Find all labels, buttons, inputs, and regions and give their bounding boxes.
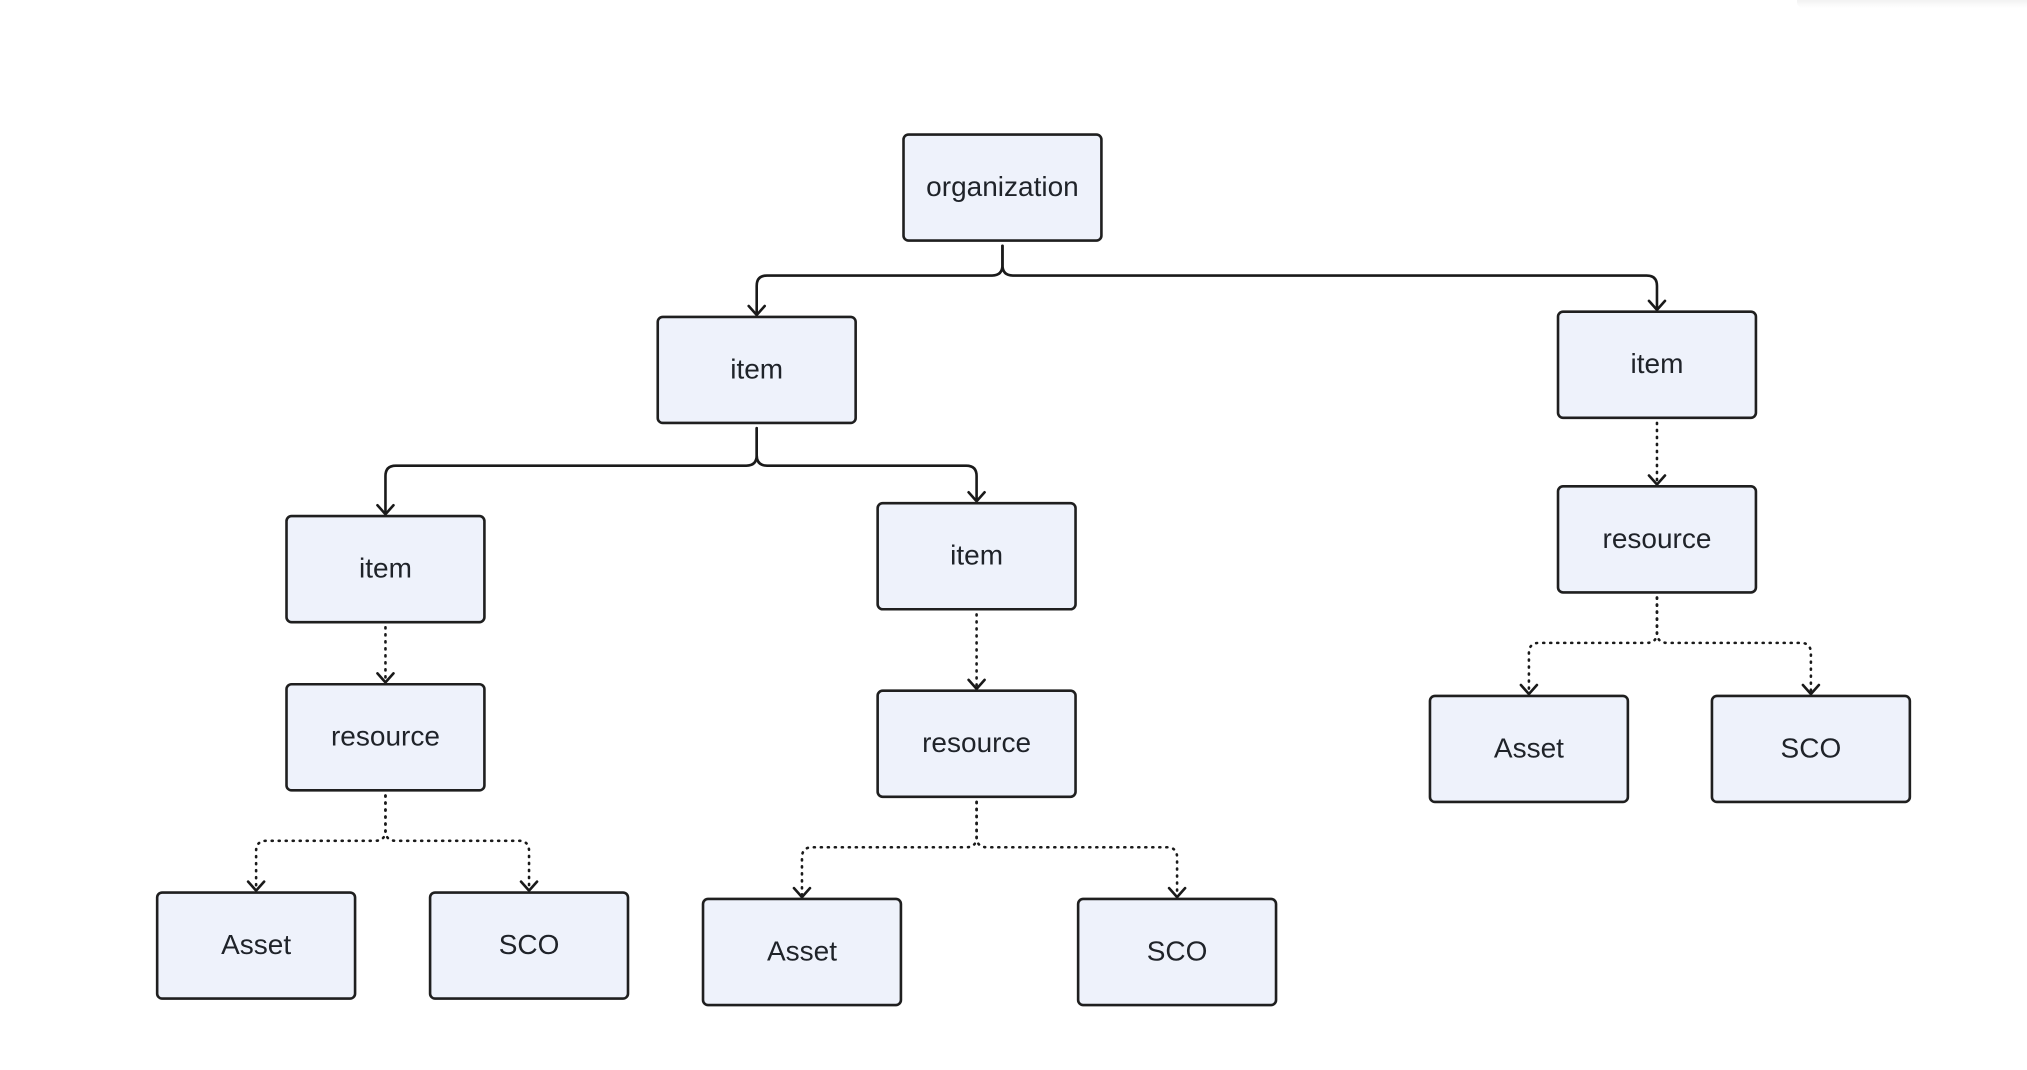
arrowhead-icon — [376, 503, 395, 516]
node-res12: resource — [876, 689, 1077, 799]
edge-org-to-item2 — [1001, 244, 1659, 310]
node-label: Asset — [221, 929, 291, 960]
node-label: Asset — [767, 935, 837, 966]
node-box — [701, 897, 903, 1007]
node-label: resource — [1603, 523, 1712, 554]
node-org: organization — [902, 133, 1103, 242]
node-label: item — [950, 540, 1003, 571]
edge-item1-to-item11 — [384, 426, 758, 514]
node-asset11: Asset — [155, 891, 357, 1000]
node-box — [1428, 694, 1630, 804]
arrowhead-icon — [1647, 474, 1667, 486]
arrowhead-icon — [519, 880, 539, 892]
node-sco2: SCO — [1710, 694, 1912, 804]
node-label: resource — [331, 721, 440, 752]
node-item12: item — [876, 501, 1077, 611]
node-res2: resource — [1556, 485, 1758, 594]
node-box — [876, 501, 1077, 611]
node-label: resource — [922, 727, 1031, 758]
edge-res12-to-sco12 — [975, 800, 1179, 897]
node-label: item — [1631, 348, 1684, 379]
node-box — [902, 133, 1103, 242]
arrowhead-icon — [246, 880, 266, 892]
edge-item1-to-item12 — [755, 426, 978, 501]
node-box — [155, 891, 357, 1000]
node-item1: item — [656, 315, 857, 425]
edges-layer — [246, 244, 1821, 899]
arrowhead-icon — [967, 490, 986, 503]
node-res11: resource — [285, 682, 486, 792]
node-item11: item — [285, 514, 486, 624]
node-box — [876, 689, 1077, 799]
arrowhead-icon — [792, 886, 812, 899]
node-box — [1076, 897, 1278, 1007]
node-box — [656, 315, 857, 425]
node-label: organization — [926, 171, 1079, 202]
arrowhead-icon — [747, 304, 766, 317]
edge-res12-to-asset12 — [800, 800, 978, 897]
arrowhead-icon — [1801, 683, 1821, 696]
node-box — [1556, 310, 1758, 420]
edge-res2-to-asset2 — [1527, 596, 1659, 694]
node-label: item — [359, 553, 412, 584]
arrowhead-icon — [1647, 299, 1667, 312]
node-label: SCO — [1781, 732, 1842, 763]
node-asset12: Asset — [701, 897, 903, 1007]
node-sco12: SCO — [1076, 897, 1278, 1007]
arrowhead-icon — [1167, 886, 1187, 899]
node-box — [428, 891, 630, 1000]
node-box — [285, 514, 486, 624]
node-label: SCO — [499, 929, 560, 960]
node-asset2: Asset — [1428, 694, 1630, 804]
node-box — [285, 682, 486, 792]
node-item2: item — [1556, 310, 1758, 420]
nodes-layer: organization item item item item resource reso… — [155, 133, 1912, 1007]
corner-shadow — [1797, 0, 2027, 8]
node-box — [1710, 694, 1912, 804]
edge-org-to-item1 — [755, 244, 1004, 315]
node-label: SCO — [1147, 935, 1208, 966]
node-label: Asset — [1494, 732, 1564, 763]
edge-res11-to-asset11 — [254, 794, 387, 890]
node-box — [1556, 485, 1758, 594]
edge-res11-to-sco11 — [384, 794, 531, 890]
arrowhead-icon — [967, 678, 986, 691]
node-sco11: SCO — [428, 891, 630, 1000]
arrowhead-icon — [1519, 683, 1539, 696]
edge-res2-to-sco2 — [1655, 596, 1813, 694]
node-label: item — [730, 353, 783, 384]
arrowhead-icon — [376, 672, 395, 684]
